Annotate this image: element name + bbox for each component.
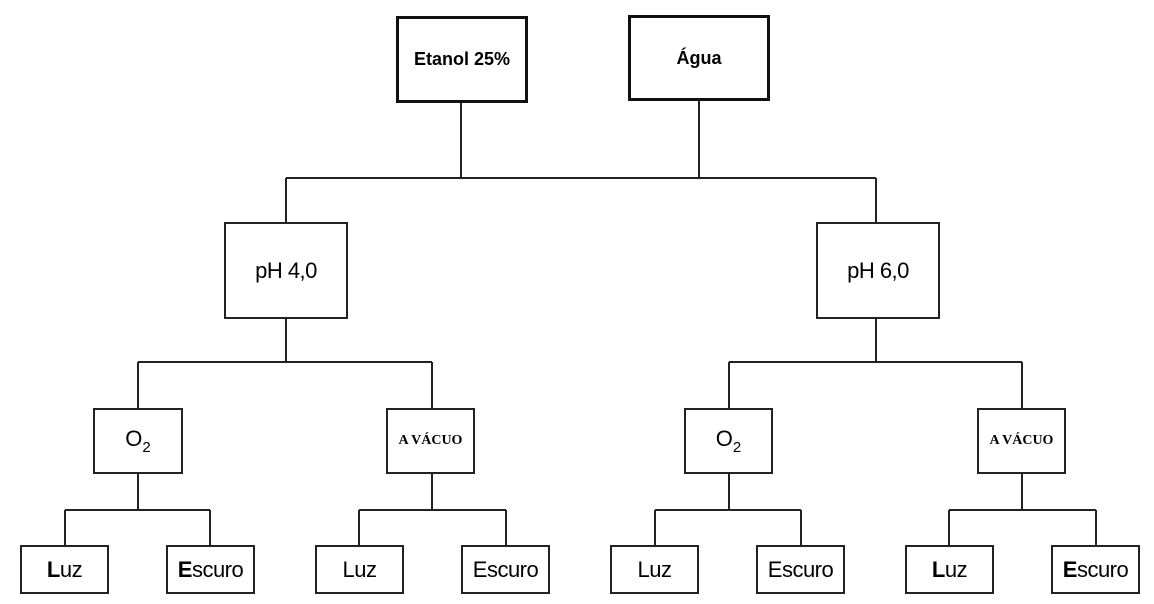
- leaf-light-label: Luz: [931, 556, 968, 582]
- leaf-light-4: Luz: [905, 545, 994, 594]
- root-node-agua: Água: [628, 15, 770, 101]
- o2-node-left-label: O2: [125, 426, 151, 456]
- o2-node-right-label: O2: [715, 426, 742, 456]
- vacuum-node-right: A VÁCUO: [977, 408, 1066, 474]
- leaf-dark-1: Escuro: [166, 545, 255, 594]
- root-node-etanol: Etanol 25%: [396, 16, 528, 103]
- ph-node-4-label: pH 4,0: [255, 257, 317, 283]
- leaf-dark-label: Escuro: [767, 556, 834, 582]
- ph-node-4: pH 4,0: [224, 222, 348, 319]
- leaf-light-3: Luz: [610, 545, 699, 594]
- leaf-light-2: Luz: [315, 545, 404, 594]
- leaf-dark-4: Escuro: [1051, 545, 1140, 594]
- leaf-light-label: Luz: [637, 556, 673, 582]
- leaf-dark-label: Escuro: [1062, 556, 1129, 582]
- o2-node-left: O2: [93, 408, 183, 474]
- ph-node-6-label: pH 6,0: [847, 257, 909, 283]
- root-node-agua-label: Água: [676, 47, 722, 68]
- vacuum-node-right-label: A VÁCUO: [989, 433, 1054, 448]
- leaf-light-label: Luz: [342, 556, 378, 582]
- vacuum-node-left-label: A VÁCUO: [398, 433, 463, 448]
- leaf-dark-label: Escuro: [472, 556, 539, 582]
- leaf-dark-label: Escuro: [177, 556, 244, 582]
- leaf-dark-3: Escuro: [756, 545, 845, 594]
- leaf-light-1: Luz: [20, 545, 109, 594]
- o2-node-right: O2: [684, 408, 773, 474]
- leaf-light-label: Luz: [46, 556, 83, 582]
- ph-node-6: pH 6,0: [816, 222, 940, 319]
- root-node-etanol-label: Etanol 25%: [413, 49, 511, 69]
- vacuum-node-left: A VÁCUO: [386, 408, 475, 474]
- leaf-dark-2: Escuro: [461, 545, 550, 594]
